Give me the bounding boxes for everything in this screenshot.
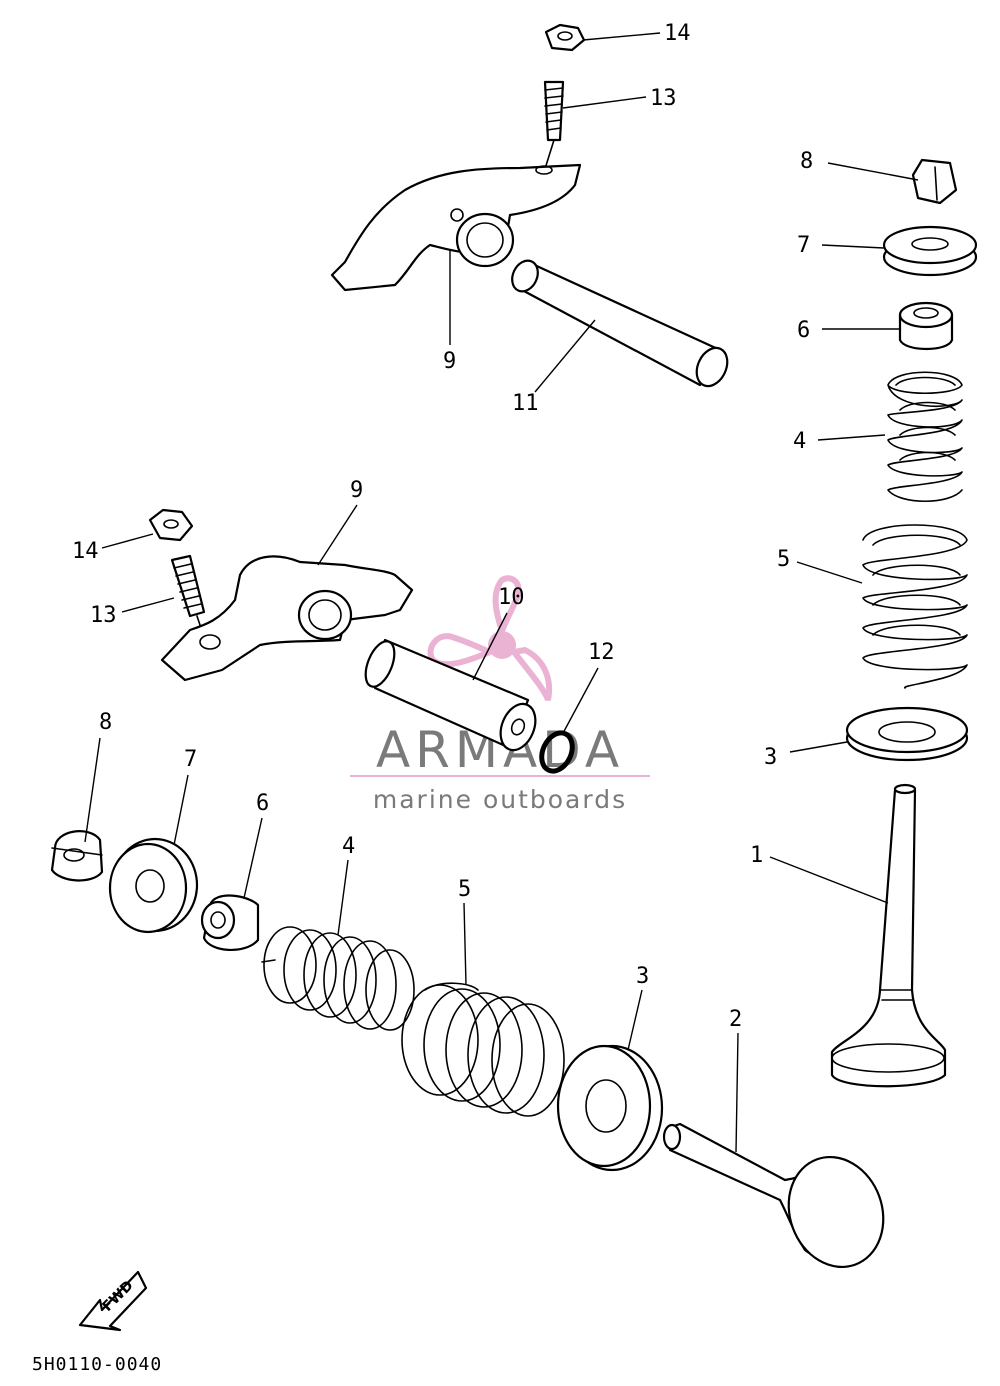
callout-6-right: 6	[797, 318, 810, 343]
fwd-arrow-icon: FWD	[78, 1270, 148, 1332]
callout-7-right: 7	[797, 233, 810, 258]
callout-10: 10	[498, 585, 525, 610]
callout-6-left: 6	[256, 791, 269, 816]
retainer-left	[108, 837, 199, 934]
outer-spring-left	[401, 982, 565, 1117]
armada-logo-mark	[350, 575, 650, 777]
leader-lines	[84, 32, 919, 1153]
valve-seal-left	[200, 894, 260, 952]
callout-7-left: 7	[184, 747, 197, 772]
collet-right	[911, 158, 958, 205]
callout-3-left: 3	[636, 964, 649, 989]
outer-spring-right	[862, 524, 968, 689]
callout-2: 2	[729, 1007, 742, 1032]
callout-8-left: 8	[99, 710, 112, 735]
valve-2	[662, 1122, 885, 1269]
callout-4-right: 4	[793, 429, 806, 454]
nut-mid	[148, 508, 194, 542]
callout-9-mid: 9	[350, 478, 363, 503]
collet-left	[50, 830, 104, 882]
callout-labels: 14 13 9 11 8 7 6 4 5 3 1 9 14 13 10 12 8…	[72, 21, 813, 1032]
adjusting-screw-top	[543, 80, 565, 173]
callout-5-left: 5	[458, 877, 471, 902]
inner-spring-left	[261, 926, 415, 1031]
callout-5-right: 5	[777, 547, 790, 572]
valve-seal-right	[898, 301, 954, 350]
rocker-shaft-top	[511, 259, 729, 388]
callout-3-right: 3	[764, 745, 777, 770]
rocker-shaft-mid	[364, 638, 537, 752]
inner-spring-right	[887, 371, 963, 503]
nut-top	[544, 23, 586, 52]
callout-8-right: 8	[800, 149, 813, 174]
callout-13-mid: 13	[90, 603, 117, 628]
callout-11: 11	[512, 391, 539, 416]
callout-14-top: 14	[664, 21, 691, 46]
spring-seat-left	[556, 1044, 664, 1172]
callout-1: 1	[750, 843, 763, 868]
retainer-right	[882, 225, 978, 277]
rocker-arm-top	[330, 163, 582, 292]
rocker-arm-mid	[160, 555, 414, 682]
callout-4-left: 4	[342, 834, 355, 859]
callout-13-top: 13	[650, 86, 677, 111]
callout-9-top: 9	[443, 349, 456, 374]
valve-1	[830, 783, 947, 1088]
callout-14-mid: 14	[72, 539, 99, 564]
o-ring	[539, 730, 575, 774]
watermark-tagline: marine outboards	[373, 785, 627, 814]
drawing-code: 5H0110-0040	[32, 1354, 162, 1375]
spring-seat-right	[845, 706, 969, 762]
callout-12: 12	[588, 640, 615, 665]
